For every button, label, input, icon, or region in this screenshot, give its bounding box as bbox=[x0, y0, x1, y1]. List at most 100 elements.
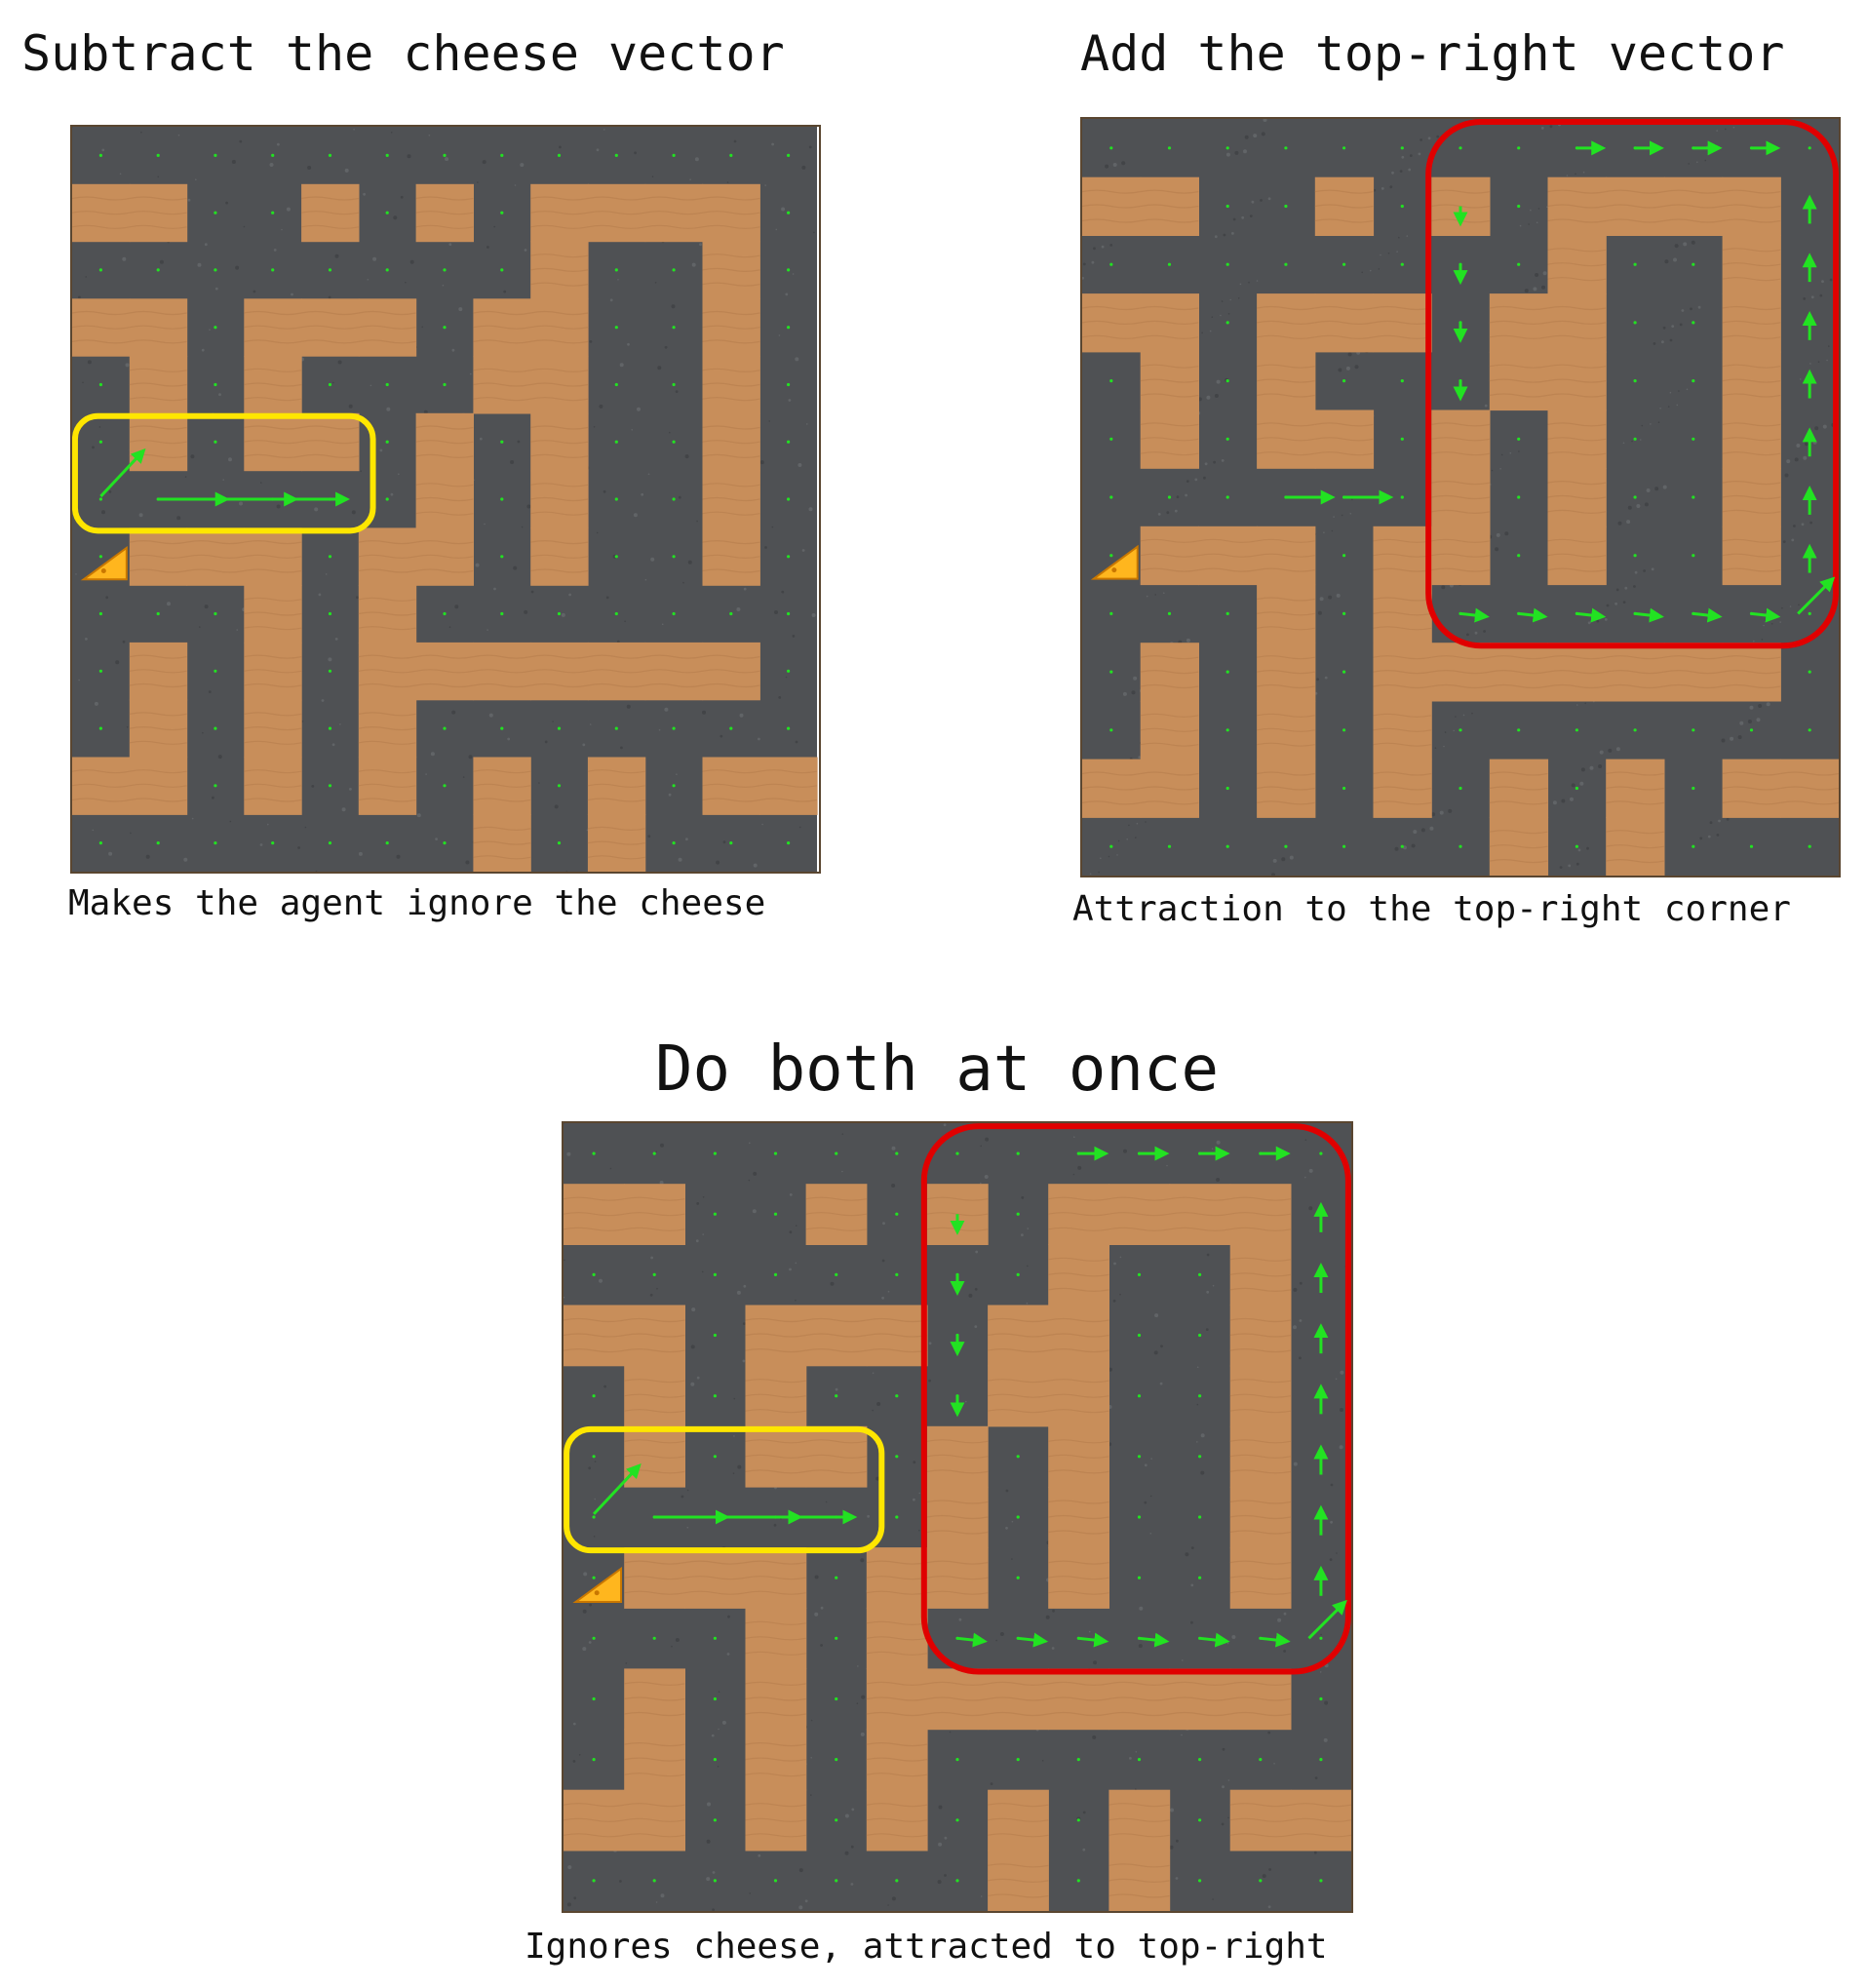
vector-dot bbox=[713, 1818, 717, 1822]
vector-dot bbox=[500, 611, 504, 616]
vector-dot bbox=[1016, 1576, 1020, 1579]
vector-dot bbox=[156, 268, 160, 272]
vector-dot bbox=[214, 382, 217, 387]
vector-dot bbox=[1342, 262, 1346, 266]
vector-dot bbox=[1225, 611, 1229, 615]
vector-dot bbox=[835, 1818, 838, 1822]
vector-dot bbox=[1198, 1394, 1202, 1398]
vector-dot bbox=[1109, 844, 1113, 848]
vector-dot bbox=[385, 211, 389, 214]
vector-dot bbox=[1167, 146, 1172, 150]
panel-2-caption: Attraction to the top-right corner bbox=[1072, 889, 1791, 929]
vector-dot bbox=[1692, 262, 1695, 266]
vector-dot bbox=[1342, 844, 1346, 848]
vector-dot bbox=[592, 1758, 596, 1762]
vector-dot bbox=[1284, 844, 1288, 848]
vector-dot bbox=[1137, 1758, 1142, 1762]
vector-dot bbox=[98, 497, 102, 501]
vector-dot bbox=[1633, 437, 1637, 441]
vector-dot bbox=[787, 669, 791, 673]
vector-dot bbox=[1259, 1758, 1263, 1762]
vector-dot bbox=[1808, 670, 1811, 674]
vector-dot bbox=[1808, 611, 1811, 615]
vector-dot bbox=[955, 1879, 959, 1883]
vector-dot bbox=[214, 841, 217, 845]
vector-dot bbox=[1575, 786, 1578, 791]
vector-arrow bbox=[1199, 1632, 1230, 1648]
vector-dot bbox=[614, 611, 618, 616]
vector-dot bbox=[729, 841, 733, 845]
vector-dot bbox=[1400, 204, 1404, 209]
vector-dot bbox=[1109, 611, 1113, 615]
vector-dot bbox=[1342, 379, 1346, 383]
vector-dot bbox=[592, 1576, 596, 1579]
vector-dot bbox=[1225, 146, 1229, 150]
vector-dot bbox=[328, 726, 332, 730]
vector-dot bbox=[1459, 146, 1462, 150]
vector-dot bbox=[729, 726, 733, 730]
vector-dot bbox=[1016, 1455, 1020, 1459]
vector-dot bbox=[1342, 786, 1346, 791]
vector-dot bbox=[500, 555, 504, 559]
vector-arrow bbox=[1692, 607, 1723, 623]
vector-dot bbox=[895, 1394, 899, 1398]
vector-dot bbox=[1137, 1576, 1142, 1579]
vector-dot bbox=[1225, 437, 1229, 441]
vector-dot bbox=[1137, 1394, 1142, 1398]
vector-dot bbox=[1400, 495, 1404, 499]
vector-dot bbox=[1633, 379, 1637, 383]
vector-dot bbox=[443, 611, 447, 616]
vector-dot bbox=[1459, 844, 1462, 848]
vector-dot bbox=[1137, 1515, 1142, 1519]
vector-dot bbox=[385, 153, 389, 157]
vector-dot bbox=[1225, 844, 1229, 848]
vector-dot bbox=[787, 440, 791, 444]
vector-dot bbox=[773, 1212, 778, 1216]
vector-arrow bbox=[1576, 607, 1607, 623]
vector-dot bbox=[443, 726, 447, 730]
cheese-icon bbox=[572, 1566, 623, 1604]
vector-dot bbox=[214, 268, 217, 272]
vector-dot bbox=[614, 726, 618, 730]
vector-dot bbox=[1198, 1879, 1202, 1883]
vector-dot bbox=[1225, 786, 1229, 791]
vector-dot bbox=[1016, 1151, 1020, 1155]
panel-1-title: Subtract the cheese vector bbox=[21, 25, 785, 82]
vector-dot bbox=[614, 440, 618, 444]
vector-dot bbox=[614, 326, 618, 330]
vector-dot bbox=[328, 669, 332, 673]
vector-dot bbox=[614, 497, 618, 501]
vector-dot bbox=[98, 841, 102, 845]
vector-dot bbox=[98, 382, 102, 387]
vector-dot bbox=[500, 153, 504, 157]
vector-dot bbox=[1259, 1879, 1263, 1883]
vector-dot bbox=[1198, 1272, 1202, 1276]
vector-dot bbox=[557, 153, 562, 157]
vector-dot bbox=[614, 382, 618, 387]
yellow-highlight-box bbox=[564, 1425, 885, 1554]
vector-dot bbox=[835, 1272, 838, 1276]
maze-panel-both bbox=[562, 1121, 1353, 1913]
vector-dot bbox=[1517, 728, 1521, 732]
vector-dot bbox=[1167, 844, 1172, 848]
vector-dot bbox=[1319, 1151, 1323, 1155]
vector-dot bbox=[614, 555, 618, 559]
vector-dot bbox=[1692, 495, 1695, 499]
vector-dot bbox=[156, 611, 160, 616]
vector-arrow bbox=[1078, 1632, 1109, 1648]
vector-dot bbox=[1459, 728, 1462, 732]
vector-dot bbox=[98, 153, 102, 157]
maze-panel-subtract-cheese bbox=[70, 125, 821, 874]
vector-dot bbox=[214, 211, 217, 214]
vector-dot bbox=[955, 1151, 959, 1155]
vector-dot bbox=[1016, 1515, 1020, 1519]
vector-dot bbox=[328, 268, 332, 272]
vector-dot bbox=[1400, 146, 1404, 150]
vector-dot bbox=[1198, 1818, 1202, 1822]
vector-dot bbox=[385, 841, 389, 845]
vector-dot bbox=[500, 440, 504, 444]
vector-dot bbox=[443, 153, 447, 157]
vector-dot bbox=[672, 784, 676, 788]
vector-dot bbox=[955, 1818, 959, 1822]
vector-dot bbox=[1575, 728, 1578, 732]
